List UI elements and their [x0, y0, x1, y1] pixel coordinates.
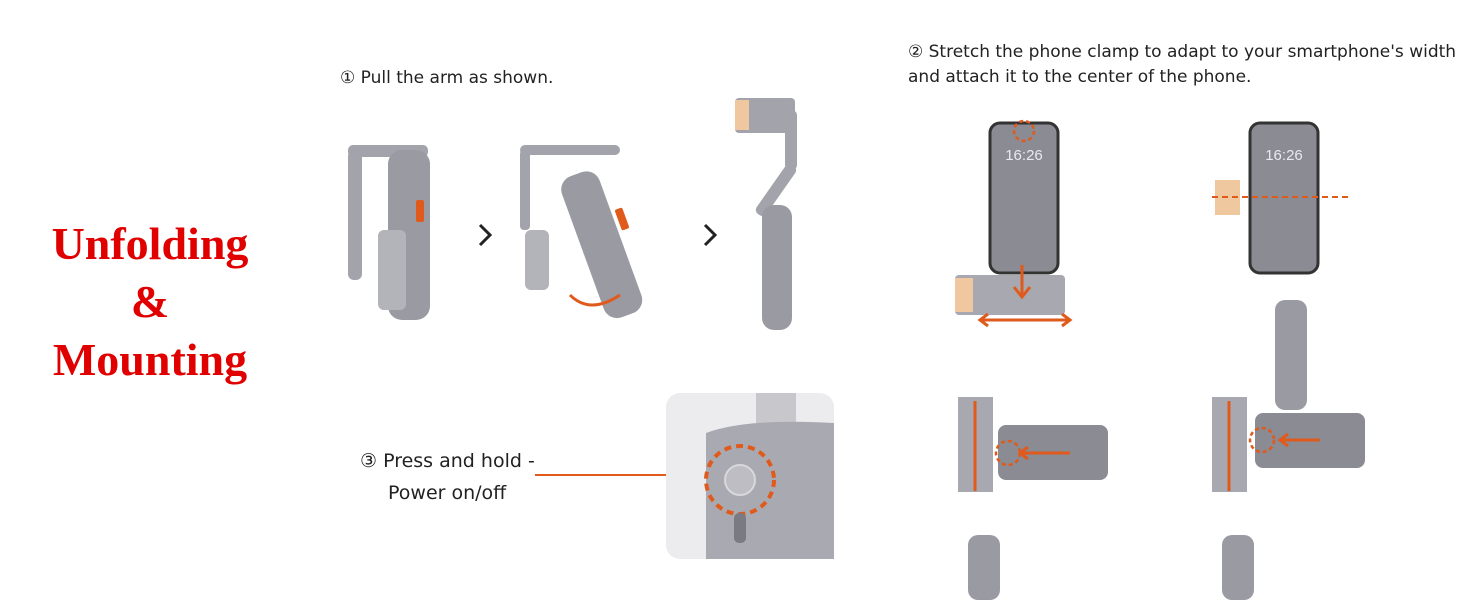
title-line-mounting: Mounting: [52, 334, 248, 385]
step2-text-line2: and attach it to the center of the phone…: [908, 67, 1252, 87]
unfold-gimbal-illustration: [348, 98, 797, 330]
mount-step-a: 16:26: [955, 119, 1073, 328]
title-line-ampersand: &: [130, 276, 170, 327]
folded-gimbal-image: [348, 145, 430, 320]
chevron-right-icon: [703, 223, 718, 247]
section-title: Unfolding & Mounting: [20, 215, 280, 389]
step2-text-line1: ② Stretch the phone clamp to adapt to yo…: [908, 42, 1457, 62]
phone-mounting-illustration: 16:26 16:26: [955, 119, 1365, 600]
step3-text-line2: Power on/off: [388, 482, 507, 504]
charging-port-icon: [734, 513, 746, 543]
mount-step-d: [1212, 397, 1365, 600]
unfolded-gimbal-image: [735, 98, 797, 330]
chevron-right-icon: [478, 223, 493, 247]
title-line-unfolding: Unfolding: [51, 218, 249, 269]
mount-step-b: 16:26: [1212, 121, 1352, 410]
unfolding-gimbal-image: [520, 145, 643, 319]
power-icon[interactable]: [724, 464, 756, 496]
mount-step-c: [958, 397, 1108, 600]
step1-text: ① Pull the arm as shown.: [340, 68, 554, 88]
phone-clock: 16:26: [1005, 147, 1043, 164]
rotate-arrow-icon: [568, 293, 621, 307]
step3-text-line1: ③ Press and hold -: [360, 450, 535, 472]
callout-line: [535, 474, 715, 476]
phone-clock: 16:26: [1265, 147, 1303, 164]
power-button-closeup: [666, 393, 834, 559]
